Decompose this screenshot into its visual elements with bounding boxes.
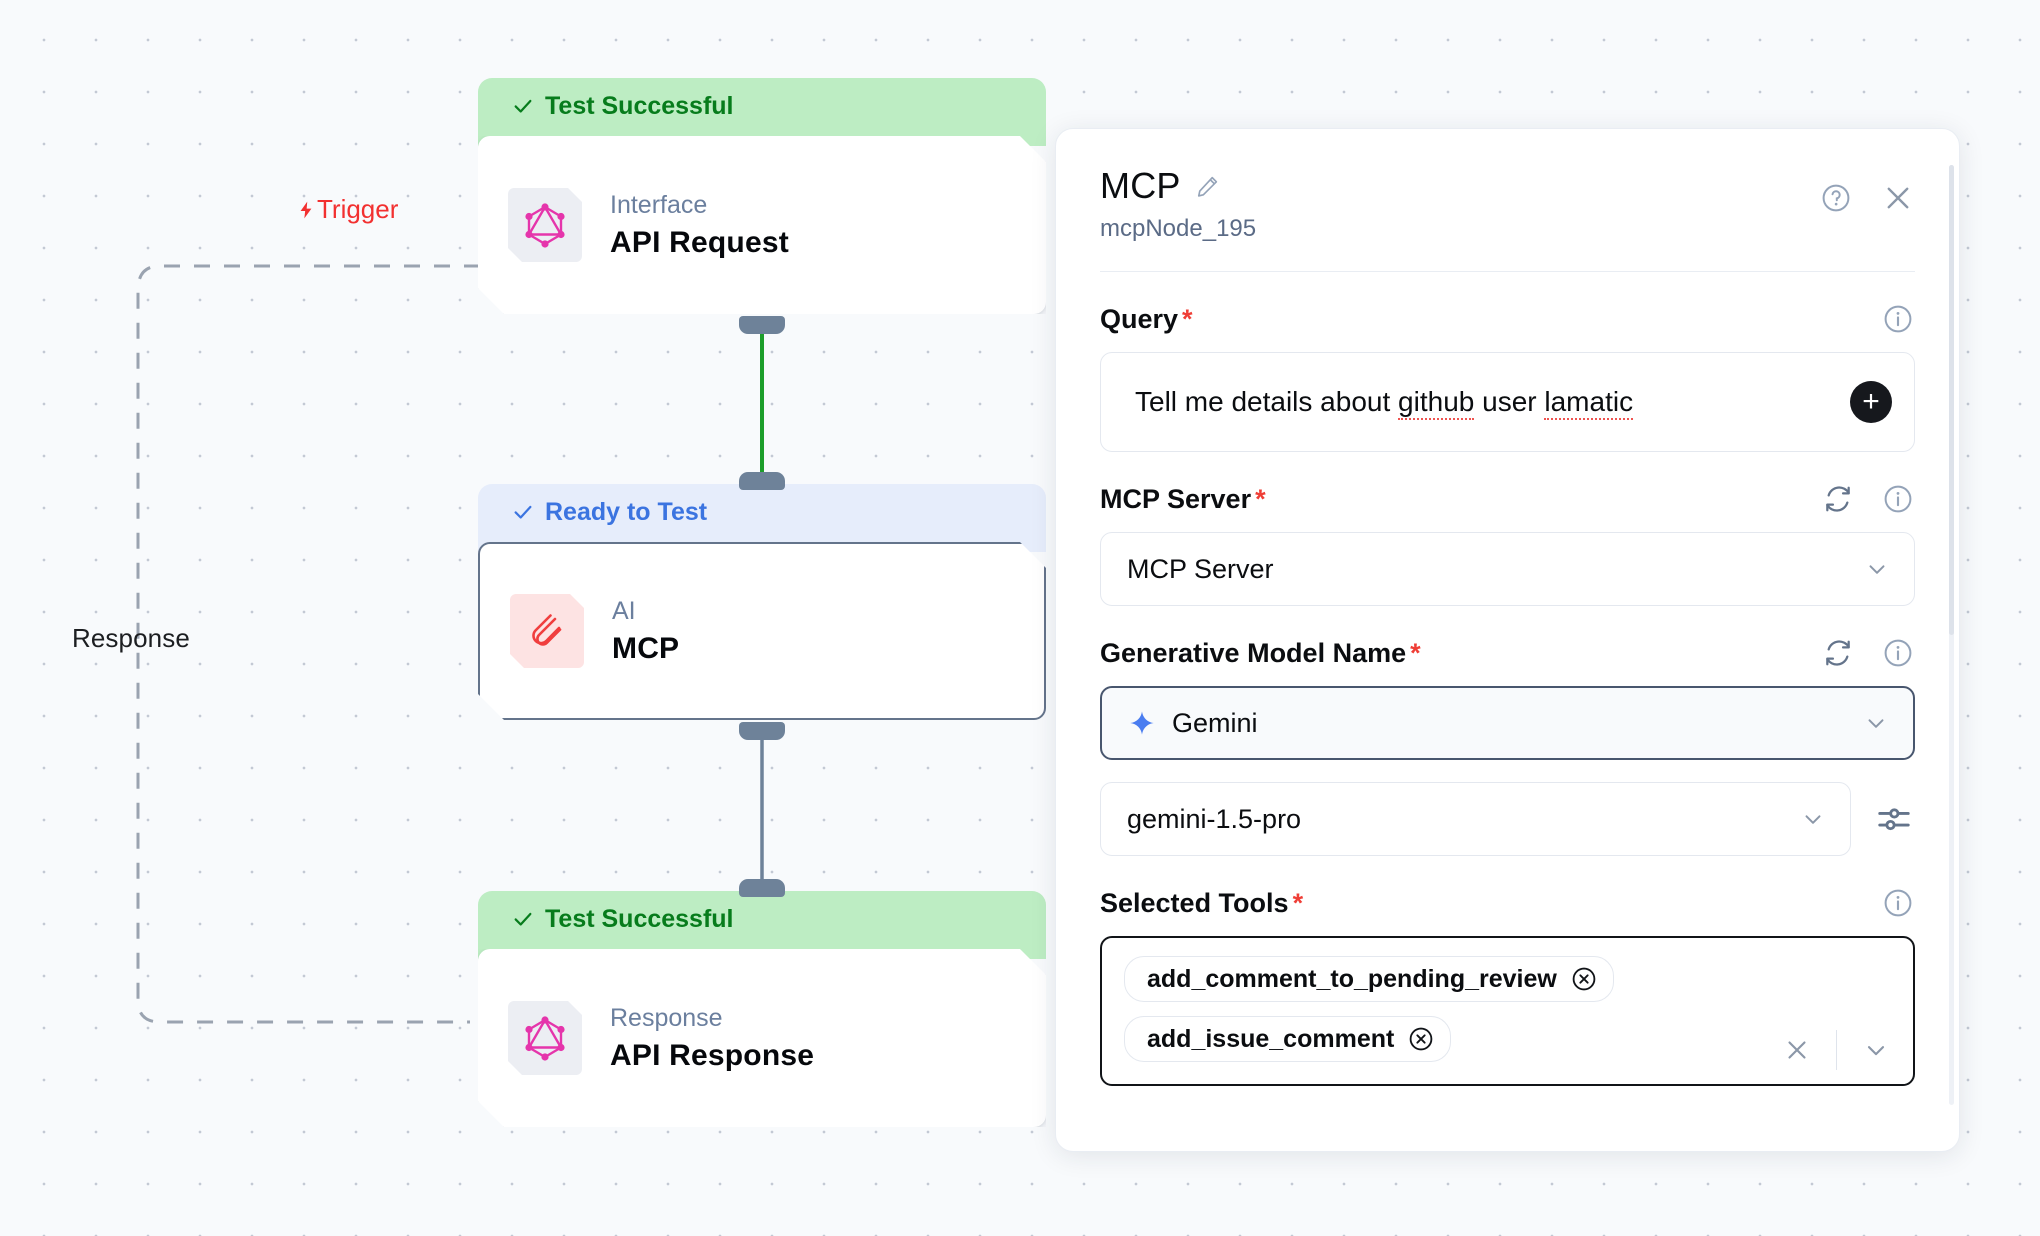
info-icon[interactable] bbox=[1881, 482, 1915, 516]
query-value: Tell me details about github user lamati… bbox=[1135, 386, 1634, 420]
remove-circle-icon[interactable] bbox=[1571, 966, 1597, 992]
query-label: Query* bbox=[1100, 303, 1193, 334]
remove-circle-icon[interactable] bbox=[1408, 1026, 1434, 1052]
query-input[interactable]: Tell me details about github user lamati… bbox=[1100, 352, 1915, 452]
scrollbar-thumb[interactable] bbox=[1949, 165, 1954, 635]
spellcheck-word: github bbox=[1398, 386, 1475, 420]
model-provider-value: Gemini bbox=[1172, 707, 1258, 738]
chevron-down-icon bbox=[1868, 719, 1884, 728]
model-name-value: gemini-1.5-pro bbox=[1127, 803, 1302, 834]
sliders-icon[interactable] bbox=[1873, 798, 1915, 840]
spellcheck-word: lamatic bbox=[1544, 386, 1634, 420]
node-card-body[interactable]: Response API Response bbox=[478, 949, 1046, 1127]
node-input-handle[interactable] bbox=[739, 879, 785, 897]
node-status-badge: Ready to Test bbox=[478, 484, 1046, 552]
model-provider-select[interactable]: Gemini bbox=[1100, 686, 1915, 760]
add-variable-button[interactable]: + bbox=[1850, 381, 1892, 423]
mcp-server-value: MCP Server bbox=[1127, 553, 1274, 584]
node-title-label: MCP bbox=[612, 631, 680, 665]
required-asterisk: * bbox=[1292, 887, 1304, 918]
node-status-text: Ready to Test bbox=[545, 497, 708, 526]
field-generative-model-name: Generative Model Name* bbox=[1100, 636, 1915, 856]
panel-scroll-area[interactable]: MCP mcpNode_195 bbox=[1056, 129, 1959, 1151]
node-api-request[interactable]: Test Successful Interface API Request bbox=[478, 78, 1046, 334]
refresh-icon[interactable] bbox=[1821, 482, 1855, 516]
node-config-panel: MCP mcpNode_195 bbox=[1055, 128, 1960, 1152]
tool-tag[interactable]: add_issue_comment bbox=[1124, 1016, 1452, 1062]
pencil-icon[interactable] bbox=[1195, 174, 1220, 199]
panel-header: MCP mcpNode_195 bbox=[1100, 165, 1915, 243]
tool-tag-label: add_issue_comment bbox=[1147, 1024, 1395, 1053]
node-title-label: API Response bbox=[610, 1038, 815, 1072]
required-asterisk: * bbox=[1410, 637, 1421, 668]
panel-title: MCP bbox=[1100, 165, 1181, 206]
graphql-icon bbox=[508, 188, 582, 262]
info-icon[interactable] bbox=[1881, 886, 1915, 920]
required-asterisk: * bbox=[1255, 483, 1266, 514]
tool-tag[interactable]: add_comment_to_pending_review bbox=[1124, 956, 1614, 1002]
mcp-server-select[interactable]: MCP Server bbox=[1100, 532, 1915, 606]
node-title-label: API Request bbox=[610, 225, 789, 259]
node-kind-label: AI bbox=[612, 596, 636, 625]
node-mcp[interactable]: Ready to Test AI MCP bbox=[478, 472, 1046, 740]
trigger-label-text: Trigger bbox=[317, 194, 399, 224]
node-kind-label: Response bbox=[610, 1003, 723, 1032]
field-selected-tools: Selected Tools* add_comment_to_pen bbox=[1100, 886, 1915, 1086]
node-input-handle[interactable] bbox=[739, 472, 785, 490]
response-edge-label: Response bbox=[72, 623, 190, 653]
info-icon[interactable] bbox=[1881, 302, 1915, 336]
header-divider bbox=[1100, 271, 1915, 272]
panel-node-id: mcpNode_195 bbox=[1100, 215, 1257, 242]
node-output-handle[interactable] bbox=[739, 722, 785, 740]
field-mcp-server: MCP Server * bbox=[1100, 482, 1915, 606]
mcp-paperclip-icon bbox=[510, 594, 584, 668]
tool-tag-label: add_comment_to_pending_review bbox=[1147, 964, 1557, 993]
refresh-icon[interactable] bbox=[1821, 636, 1855, 670]
node-status-badge: Test Successful bbox=[478, 78, 1046, 146]
graphql-icon bbox=[508, 1001, 582, 1075]
node-output-handle[interactable] bbox=[739, 316, 785, 334]
panel-scrollbar[interactable] bbox=[1949, 165, 1954, 1105]
trigger-label: Trigger bbox=[296, 194, 398, 225]
field-query: Query* Tell me details about github user… bbox=[1100, 302, 1915, 452]
clear-icon[interactable] bbox=[1780, 1033, 1814, 1067]
node-kind-label: Interface bbox=[610, 190, 708, 219]
chevron-down-icon[interactable] bbox=[1859, 1033, 1893, 1067]
node-status-text: Test Successful bbox=[545, 91, 734, 120]
model-name-select[interactable]: gemini-1.5-pro bbox=[1100, 782, 1851, 856]
chevron-down-icon bbox=[1805, 815, 1821, 824]
check-icon bbox=[514, 505, 532, 519]
close-icon[interactable] bbox=[1881, 181, 1915, 215]
gemini-sparkle-icon bbox=[1130, 711, 1154, 735]
generative-model-name-label: Generative Model Name* bbox=[1100, 637, 1421, 668]
lightning-bolt-icon bbox=[300, 201, 312, 218]
node-card-body[interactable]: AI MCP bbox=[478, 542, 1046, 720]
required-asterisk: * bbox=[1182, 303, 1193, 334]
selected-tools-input[interactable]: add_comment_to_pending_review add_issue_… bbox=[1100, 936, 1915, 1086]
mcp-server-label: MCP Server* bbox=[1100, 483, 1266, 514]
node-status-text: Test Successful bbox=[545, 904, 734, 933]
divider bbox=[1836, 1030, 1837, 1070]
info-icon[interactable] bbox=[1881, 636, 1915, 670]
node-status-badge: Test Successful bbox=[478, 891, 1046, 959]
selected-tools-label: Selected Tools* bbox=[1100, 887, 1304, 918]
check-icon bbox=[514, 912, 532, 926]
help-circle-icon[interactable] bbox=[1819, 181, 1853, 215]
chevron-down-icon bbox=[1869, 565, 1885, 574]
node-card-body[interactable]: Interface API Request bbox=[478, 136, 1046, 314]
node-api-response[interactable]: Test Successful Response API Response bbox=[478, 879, 1046, 1127]
check-icon bbox=[514, 99, 532, 113]
